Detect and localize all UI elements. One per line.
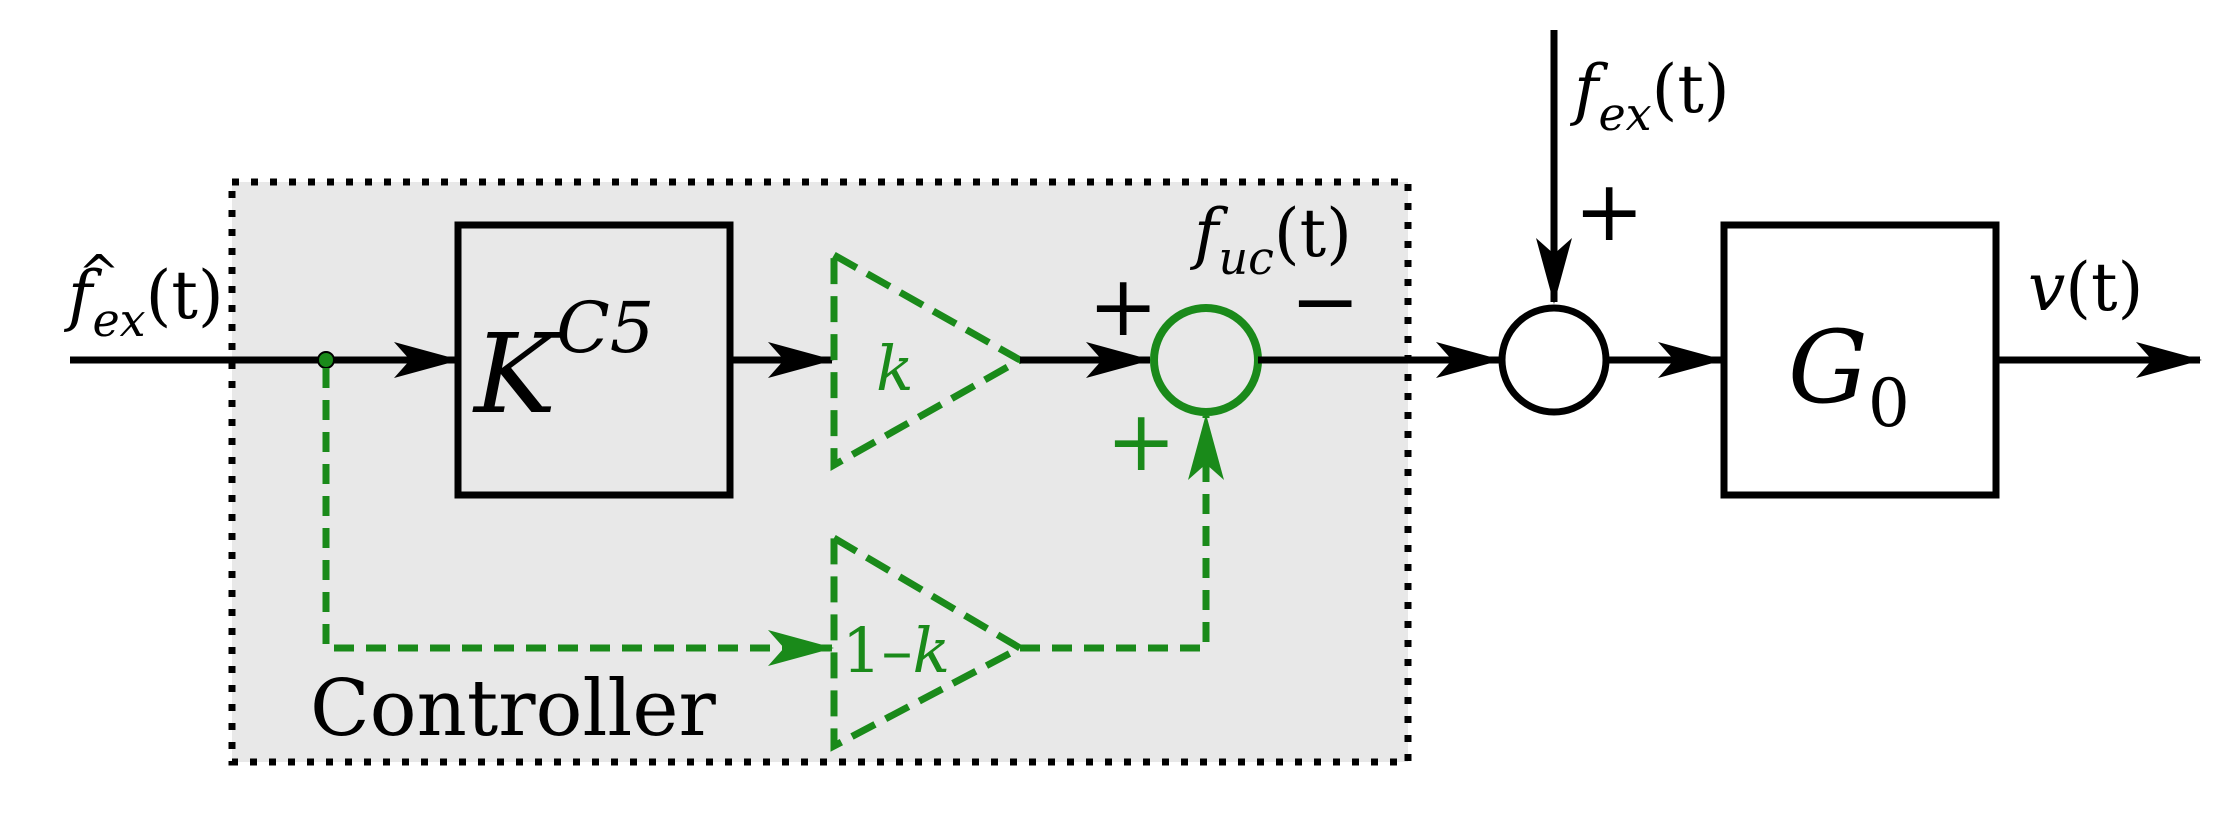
sum1-bottom-sign: + bbox=[1106, 392, 1176, 490]
sum1-top-sign: + bbox=[1088, 257, 1158, 355]
gain-k-triangle bbox=[830, 249, 1028, 471]
branch-point bbox=[317, 351, 335, 369]
sum1-output-sign: − bbox=[1290, 252, 1360, 350]
control-signal-label: fuc(t) bbox=[1189, 195, 1352, 285]
summing-junction-2 bbox=[1498, 304, 1610, 416]
sum2-top-sign: + bbox=[1574, 162, 1644, 260]
input-signal-label: fex(t) bbox=[63, 257, 224, 347]
gain-k-label: k bbox=[876, 332, 914, 405]
input-hat-accent: ^ bbox=[78, 244, 120, 302]
plant-label: G0 bbox=[1788, 309, 1910, 442]
controller-label: Controller bbox=[310, 664, 717, 754]
output-signal-label: v(t) bbox=[2028, 249, 2143, 326]
controller-gain-label: KC5 bbox=[472, 287, 654, 438]
disturbance-signal-label: fex(t) bbox=[1569, 51, 1730, 141]
feedforward-branch-line bbox=[322, 368, 834, 666]
gain-one-minus-k-triangle bbox=[830, 531, 1028, 752]
gain-one-minus-k-label: 1–k bbox=[842, 614, 950, 687]
